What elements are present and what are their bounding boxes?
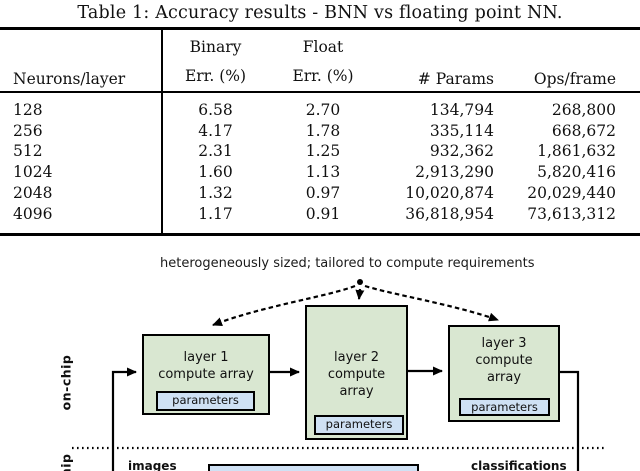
layer3-label-line1: layer 3: [481, 336, 527, 351]
cell-ops: 1,861,632: [537, 142, 616, 161]
layer3-label: layer 3 compute array: [450, 335, 558, 386]
cell-neurons: 256: [0, 120, 163, 142]
cell-binary-err: 1.17: [198, 204, 233, 223]
cell-float-err: 0.91: [305, 204, 341, 223]
on-chip-label: on-chip: [58, 354, 74, 411]
layer2-label-line3: array: [339, 384, 374, 399]
layer3-compute-array-box: layer 3 compute array parameters: [448, 325, 560, 422]
heterogeneous-annotation: heterogeneously sized; tailored to compu…: [160, 256, 535, 271]
cell-float-err: 2.70: [305, 101, 341, 119]
cell-ops: 20,029,440: [527, 183, 616, 202]
brace-anchor-dot: [357, 279, 363, 285]
table-row: 4096 1.17 0.91 36,818,954 73,613,312: [0, 203, 640, 235]
cell-neurons: 1024: [0, 162, 163, 183]
cell-float-err: 0.97: [305, 183, 341, 202]
classifications-label: classifications: [471, 459, 567, 471]
output-wire: [560, 370, 580, 471]
layer1-parameters-chip: parameters: [156, 391, 255, 411]
col-header-binary-err: Err. (%): [162, 59, 268, 93]
table-row: 256 4.17 1.78 335,114 668,672: [0, 120, 640, 142]
col-header-ops: Ops/frame: [497, 28, 640, 93]
cell-binary-err: 4.17: [198, 121, 233, 140]
col-header-float: Float: [302, 38, 344, 56]
cell-params: 134,794: [429, 101, 494, 119]
layer2-compute-array-box: layer 2 compute array parameters: [305, 305, 408, 440]
cell-params: 36,818,954: [405, 204, 494, 223]
cell-ops: 268,800: [551, 101, 616, 119]
cell-ops: 5,820,416: [537, 163, 616, 182]
cell-neurons: 4096: [0, 203, 163, 235]
cell-float-err: 1.25: [305, 142, 341, 161]
col-header-params: # Params: [378, 28, 497, 93]
layer1-label-line2: compute array: [158, 367, 254, 382]
brace-to-layer2: [355, 288, 365, 300]
layer1-label-line1: layer 1: [183, 350, 229, 365]
cell-binary-err: 1.60: [198, 163, 233, 182]
table-header: Neurons/layer Binary Float # Params Ops/…: [0, 28, 640, 93]
layer1-label: layer 1 compute array: [144, 349, 268, 383]
cell-params: 2,913,290: [415, 163, 494, 182]
col-header-neurons: Neurons/layer: [0, 28, 163, 93]
images-label: images: [128, 459, 177, 471]
input-wire: [111, 367, 137, 471]
col-header-binary: Binary: [189, 38, 242, 56]
layer2-parameters-chip: parameters: [314, 415, 404, 435]
layer2-label-line1: layer 2: [333, 350, 380, 365]
cell-binary-err: 6.58: [198, 101, 233, 119]
cell-neurons: 512: [0, 141, 163, 163]
layer3-label-line2: compute: [475, 353, 533, 368]
cell-float-err: 1.78: [305, 121, 341, 140]
layer2-label-line2: compute: [327, 367, 386, 382]
cell-binary-err: 2.31: [198, 142, 233, 161]
cell-ops: 73,613,312: [527, 204, 616, 223]
cell-float-err: 1.13: [305, 163, 341, 182]
layer1-compute-array-box: layer 1 compute array parameters: [142, 334, 270, 415]
layer2-label: layer 2 compute array: [307, 349, 406, 400]
cell-ops: 668,672: [551, 121, 616, 140]
col-header-float-err: Err. (%): [268, 59, 378, 93]
table-row: 2048 1.32 0.97 10,020,874 20,029,440: [0, 182, 640, 204]
cell-binary-err: 1.32: [198, 183, 233, 202]
cell-neurons: 2048: [0, 182, 163, 204]
layer3-parameters-chip: parameters: [459, 398, 550, 416]
table-row: 512 2.31 1.25 932,362 1,861,632: [0, 141, 640, 163]
table-row: 1024 1.60 1.13 2,913,290 5,820,416: [0, 162, 640, 183]
cell-params: 335,114: [429, 121, 494, 140]
accuracy-table: Neurons/layer Binary Float # Params Ops/…: [0, 27, 640, 237]
off-chip-label: off-chip: [59, 448, 74, 471]
cell-params: 10,020,874: [405, 183, 494, 202]
layer3-label-line3: array: [486, 370, 522, 385]
cell-neurons: 128: [0, 92, 163, 121]
cell-params: 932,362: [429, 142, 494, 161]
table-caption: Table 1: Accuracy results - BNN vs float…: [77, 3, 563, 23]
off-chip-memory-box: [208, 464, 419, 471]
table-row: 128 6.58 2.70 134,794 268,800: [0, 92, 640, 121]
